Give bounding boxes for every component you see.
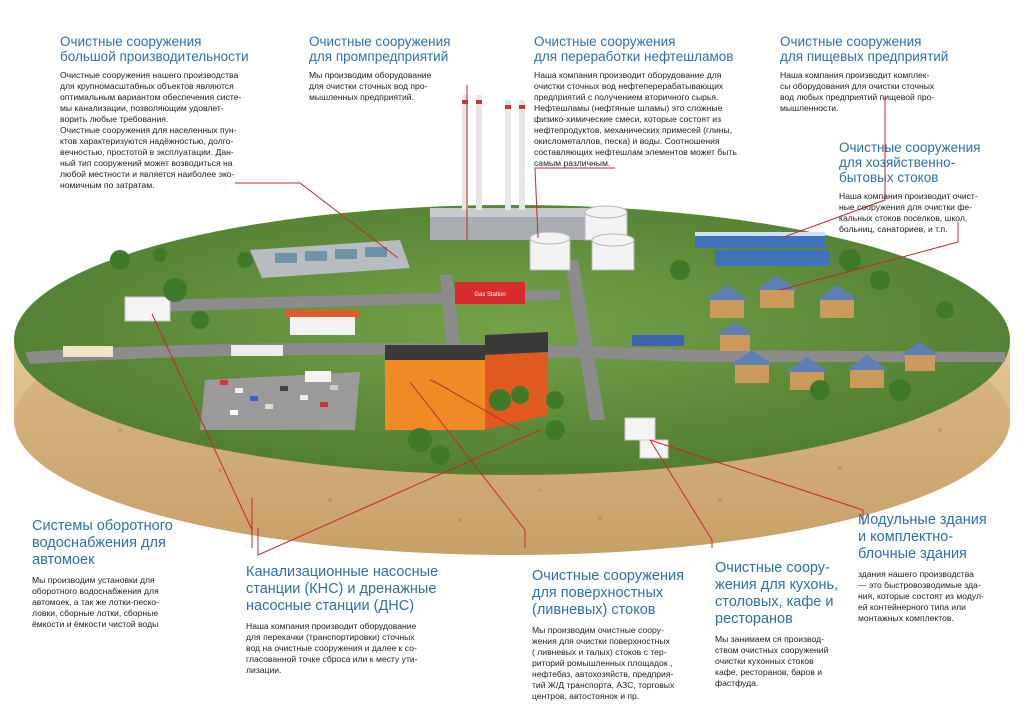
leader-lines — [151, 85, 959, 556]
parking-lot — [220, 380, 338, 420]
block-industrial-text: Мы производим оборудование для очистки с… — [309, 70, 432, 102]
block-modular-text: здания нашего производства — это быстров… — [858, 569, 984, 623]
orange-warehouse — [385, 332, 548, 430]
food-plant-buildings — [695, 232, 830, 266]
block-car-wash-title: Системы оборотного водоснабжения для авт… — [32, 518, 173, 568]
block-surface-runoff: Очистные сооружения для поверхностных (л… — [532, 568, 702, 702]
factory-with-chimneys — [430, 95, 590, 240]
block-car-wash: Системы оборотного водоснабжения для авт… — [32, 518, 212, 630]
block-household: Очистные сооружения для хозяйственно- бы… — [839, 140, 1009, 235]
block-pump-stations: Канализационные насосные станции (КНС) и… — [246, 564, 456, 676]
trees — [110, 248, 954, 465]
cottage-village — [706, 275, 939, 390]
block-oil-sludge-title: Очистные сооружения для переработки нефт… — [534, 34, 734, 64]
vehicles — [63, 335, 684, 382]
block-food: Очистные сооружения для пищевых предприя… — [780, 34, 980, 114]
modular-buildings — [124, 296, 669, 459]
block-kitchen-text: Мы занимаем ся производ- ством очистных … — [715, 634, 829, 688]
block-modular: Модульные здания и комплектно- блочные з… — [858, 512, 1018, 624]
block-large-capacity: Очистные сооружения большой производител… — [60, 34, 290, 191]
block-household-title: Очистные сооружения для хозяйственно- бы… — [839, 140, 981, 185]
block-kitchen: Очистные соору- жения для кухонь, столов… — [715, 560, 855, 689]
block-surface-runoff-title: Очистные сооружения для поверхностных (л… — [532, 568, 684, 618]
block-food-text: Наша компания производит комплек- сы обо… — [780, 70, 935, 113]
block-kitchen-title: Очистные соору- жения для кухонь, столов… — [715, 560, 839, 627]
block-pump-stations-title: Канализационные насосные станции (КНС) и… — [246, 564, 439, 614]
block-food-title: Очистные сооружения для пищевых предприя… — [780, 34, 949, 64]
block-surface-runoff-text: Мы производим очистные соору- жения для … — [532, 625, 675, 701]
block-car-wash-text: Мы производим установки для оборотного в… — [32, 575, 159, 629]
gas-station-sign: Gas Station — [474, 292, 505, 298]
block-large-capacity-title: Очистные сооружения большой производител… — [60, 34, 249, 64]
oil-tanks — [529, 205, 635, 271]
block-oil-sludge-text: Наша компания производит оборудование дл… — [534, 70, 737, 168]
block-industrial: Очистные сооружения для промпредприятий … — [309, 34, 479, 103]
gas-station: Gas Station — [285, 282, 525, 335]
block-modular-title: Модульные здания и комплектно- блочные з… — [858, 512, 987, 562]
block-pump-stations-text: Наша компания производит оборудование дл… — [246, 621, 418, 675]
block-household-text: Наша компания производит очист- ные соор… — [839, 191, 978, 234]
treatment-basins — [250, 240, 410, 278]
block-large-capacity-text: Очистные сооружения нашего производства … — [60, 70, 242, 190]
block-industrial-title: Очистные сооружения для промпредприятий — [309, 34, 451, 64]
block-oil-sludge: Очистные сооружения для переработки нефт… — [534, 34, 759, 169]
